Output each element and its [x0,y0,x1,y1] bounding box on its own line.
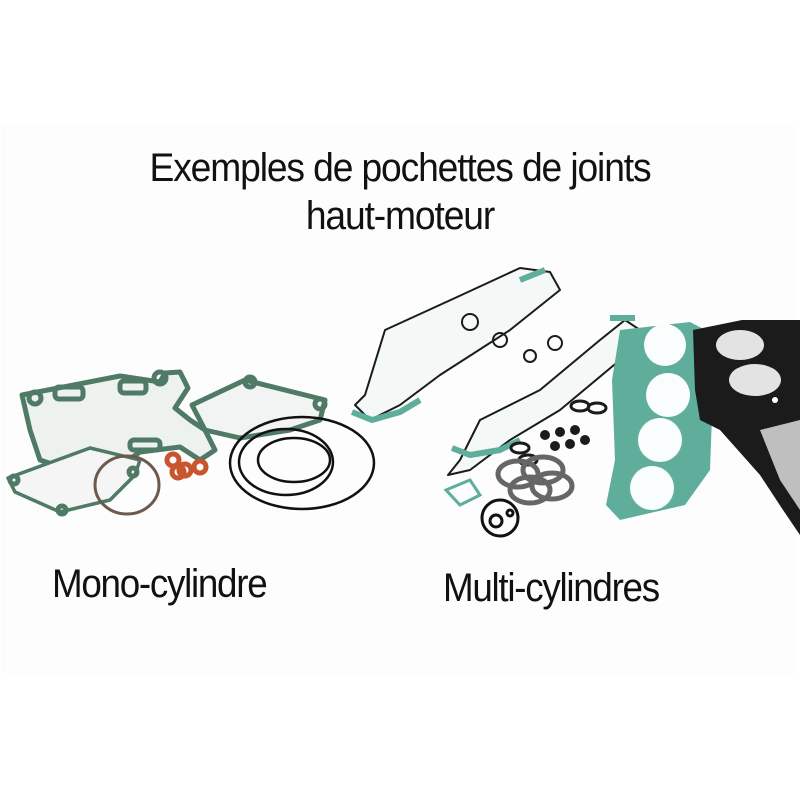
caption-mono-cylinder: Mono-cylindre [52,562,268,606]
caption-multi-cylinder: Multi-cylindres [443,566,660,610]
title-line-2: haut-moteur [305,194,495,238]
title-line-1: Exemples de pochettes de joints [149,146,651,190]
